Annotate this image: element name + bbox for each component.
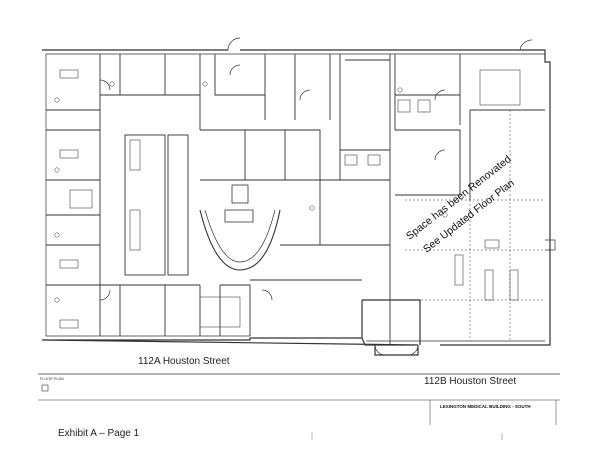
door-swing	[99, 79, 111, 91]
fixture	[59, 319, 79, 329]
bottom-center-rooms	[219, 279, 362, 336]
reception-counter	[231, 184, 249, 204]
room-tag	[442, 212, 448, 218]
fixture	[59, 149, 79, 159]
fixture	[129, 139, 141, 171]
fixture	[344, 154, 358, 166]
street-label-112a: 112A Houston Street	[138, 356, 230, 367]
door-swing	[299, 89, 311, 101]
door-swing	[261, 289, 273, 301]
door-swing	[227, 37, 241, 51]
fixture	[367, 154, 381, 166]
door-swing	[545, 239, 556, 251]
fixture	[484, 239, 500, 249]
exam-rooms-left	[46, 54, 101, 336]
room-tag	[309, 205, 315, 211]
fixture	[479, 69, 521, 106]
door-swing	[229, 64, 241, 76]
title-block-building-name: LEXINGTON MEDICAL BUILDING - SOUTH	[440, 404, 531, 409]
reception-desk	[224, 209, 254, 223]
entry-vestibule	[361, 299, 421, 356]
fixture	[484, 269, 494, 301]
room-tag	[109, 81, 115, 87]
door-swing	[407, 344, 419, 356]
door-swing	[434, 149, 446, 161]
room-tag	[54, 97, 60, 103]
nurse-station-right	[167, 134, 189, 276]
door-swing	[99, 289, 111, 301]
exhibit-label: Exhibit A – Page 1	[58, 428, 140, 439]
room-tag	[54, 167, 60, 173]
renovated-grid	[405, 110, 545, 341]
street-label-112b: 112B Houston Street	[424, 376, 517, 387]
rooms-second-column	[100, 54, 201, 336]
room-tag	[202, 81, 208, 87]
fixture	[454, 254, 464, 286]
exterior-wall	[41, 49, 551, 346]
door-swing	[434, 89, 446, 101]
room-tag	[397, 87, 403, 93]
fixture	[129, 209, 141, 251]
exterior-wall-inner	[45, 53, 545, 342]
nurse-station-left	[124, 134, 166, 276]
room-tag	[54, 297, 60, 303]
reception-curve	[199, 209, 281, 271]
fixture	[199, 296, 241, 328]
title-block-plan-label: FLOOR PLAN	[40, 377, 64, 381]
right-wing	[394, 54, 545, 200]
fixture	[59, 259, 79, 269]
fixture	[397, 99, 411, 113]
rooms-upper-center	[200, 54, 341, 181]
reception-inner	[204, 209, 276, 263]
seal-mark	[41, 384, 49, 392]
fixture	[69, 189, 93, 209]
rooms-middle-right	[280, 54, 391, 345]
fixture	[509, 269, 519, 301]
room-tag	[54, 232, 60, 238]
fixture	[59, 69, 79, 79]
fixture	[417, 99, 431, 113]
door-swing	[374, 344, 386, 356]
door-swing	[519, 39, 533, 51]
